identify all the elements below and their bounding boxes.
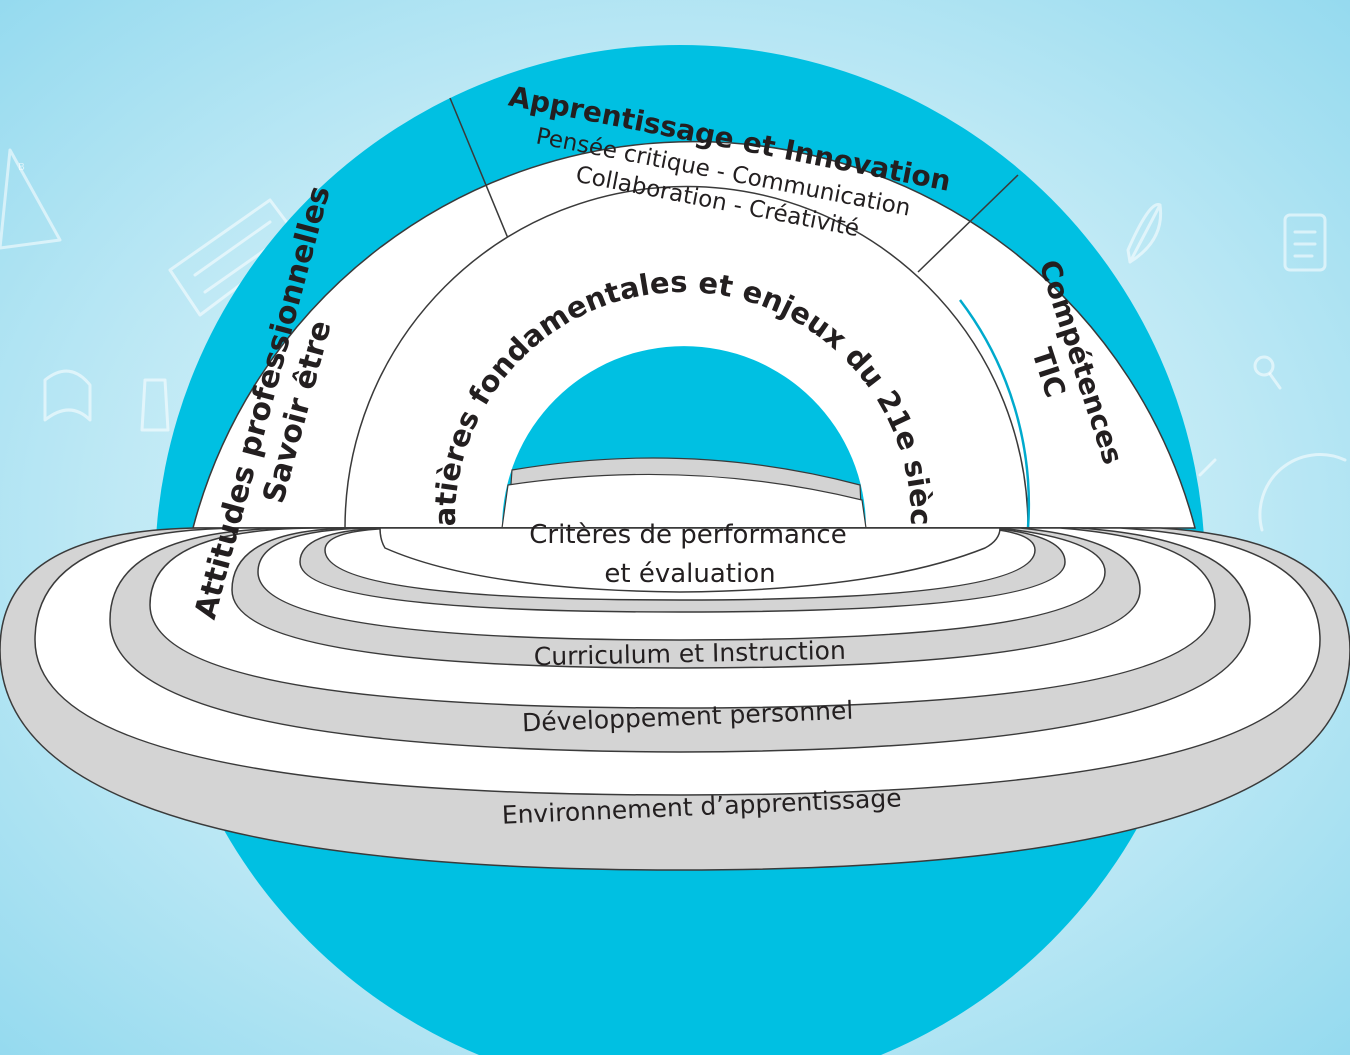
leaf-icon [1126, 203, 1163, 264]
magnifier-icon [1253, 355, 1282, 390]
book-icon [43, 369, 92, 422]
segment-divider [449, 97, 513, 249]
arch-accent [959, 299, 1031, 529]
ring-criteria-inner [379, 527, 1001, 593]
triangle-ruler-icon: B [0, 148, 62, 250]
criteria-label: Critères de performance [529, 520, 846, 550]
protractor-icon [1198, 453, 1347, 532]
pencil-cup-icon [140, 378, 170, 432]
segment-divider [917, 174, 1019, 273]
criteria-label-2: et évaluation [604, 559, 775, 589]
inner-white-band [501, 473, 867, 529]
svg-text:B: B [18, 162, 25, 173]
curriculum-label: Curriculum et Instruction [534, 636, 847, 672]
notepad-icon [1283, 213, 1327, 272]
